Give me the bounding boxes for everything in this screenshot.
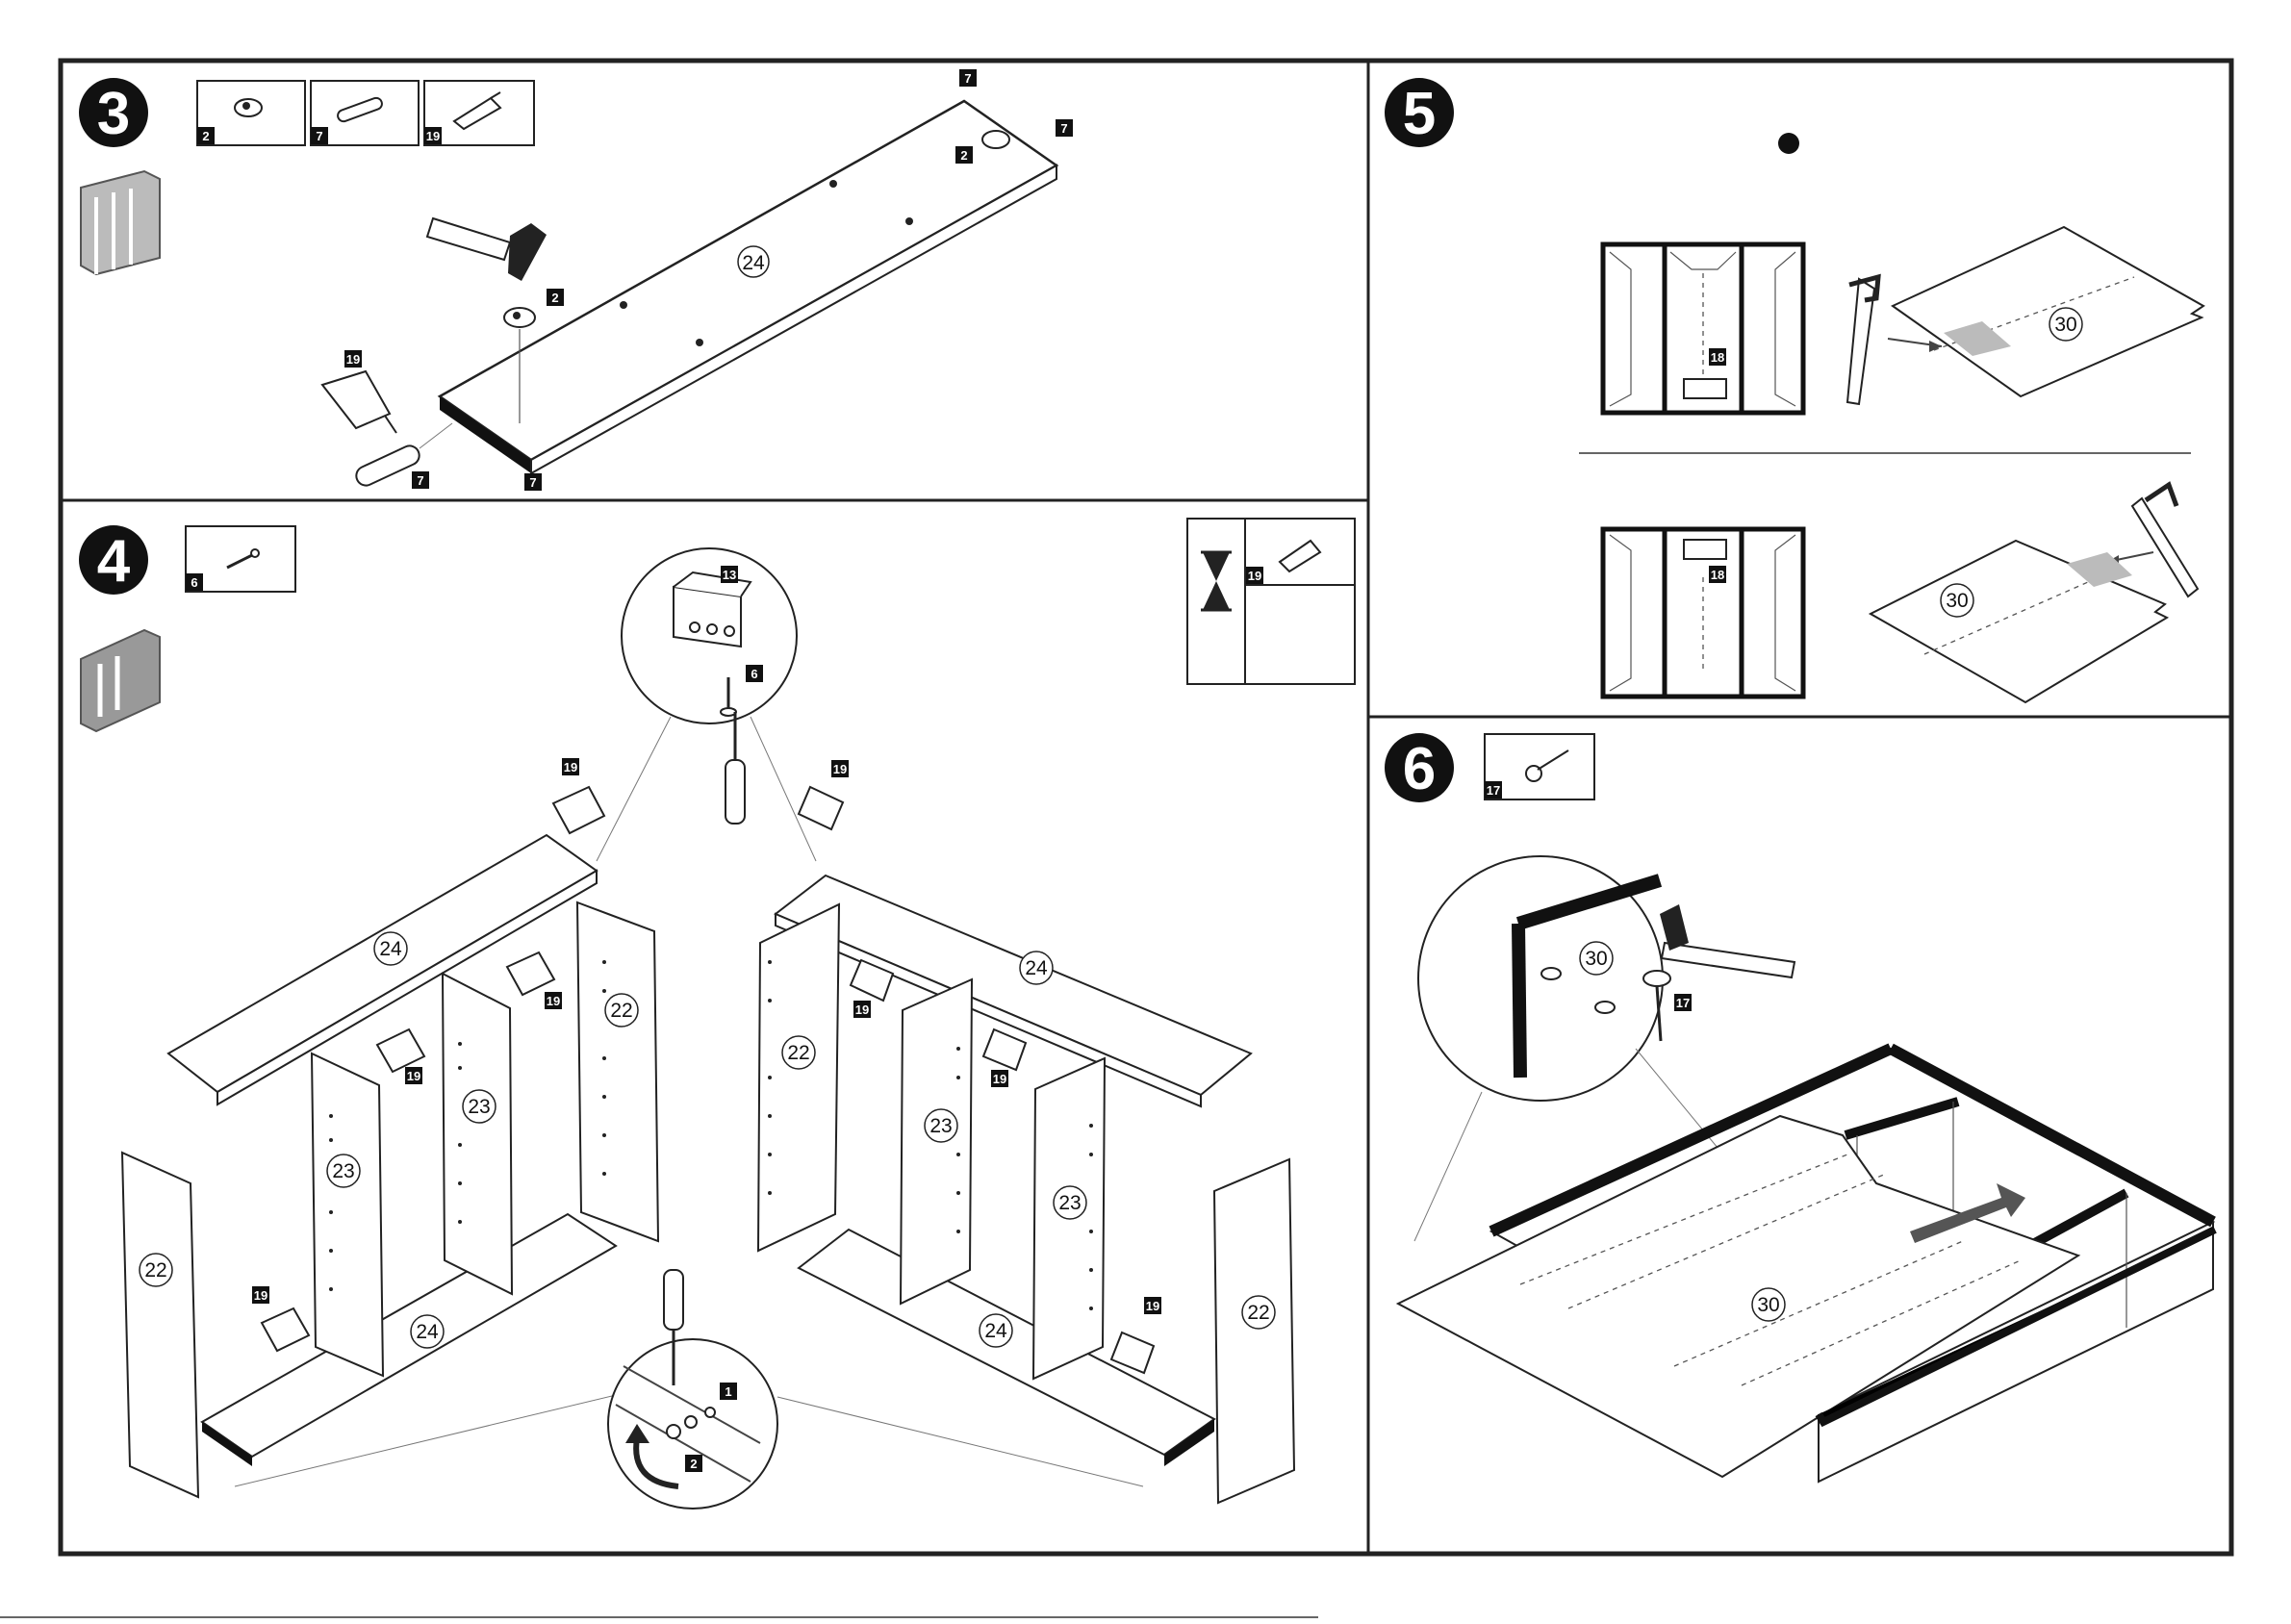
svg-text:19: 19 (855, 1002, 869, 1017)
svg-text:19: 19 (993, 1072, 1006, 1086)
svg-text:7: 7 (417, 473, 423, 488)
svg-text:2: 2 (690, 1457, 697, 1471)
cam-lock-icon (235, 99, 262, 116)
svg-text:2: 2 (551, 291, 558, 305)
svg-text:23: 23 (332, 1160, 354, 1182)
svg-text:7: 7 (529, 475, 536, 490)
svg-text:7: 7 (316, 129, 322, 143)
cabinet-overview-icon (81, 630, 160, 731)
glue-bottle: 19 (322, 350, 396, 433)
svg-text:24: 24 (416, 1321, 439, 1343)
left-cabinet-assembly: 24 24 22 23 23 22 (122, 758, 658, 1497)
svg-text:6: 6 (751, 667, 757, 681)
parts-list: 6 (186, 526, 295, 592)
svg-text:6: 6 (191, 575, 197, 590)
screwdriver-icon (725, 712, 745, 824)
svg-text:24: 24 (1025, 957, 1048, 979)
saw-icon (2107, 485, 2198, 596)
svg-text:18: 18 (1711, 568, 1724, 582)
svg-text:2: 2 (960, 148, 967, 163)
back-panel-30-lower: 30 (1871, 541, 2167, 702)
step-5: 5 18 30 (1385, 78, 2203, 702)
svg-text:17: 17 (1676, 996, 1690, 1010)
svg-text:23: 23 (1058, 1192, 1081, 1214)
svg-text:19: 19 (426, 129, 440, 143)
back-panel-30-upper: 30 (1893, 227, 2203, 396)
step-number: 3 (97, 81, 130, 147)
svg-text:23: 23 (468, 1096, 490, 1118)
cabinet-front-upper: 18 (1603, 244, 1803, 413)
svg-text:13: 13 (723, 568, 736, 582)
svg-text:23: 23 (929, 1115, 952, 1137)
svg-text:30: 30 (1757, 1294, 1779, 1316)
svg-text:1: 1 (725, 1384, 731, 1399)
svg-text:7: 7 (1060, 121, 1067, 136)
step-4: 4 6 19 (79, 519, 1355, 1509)
step-number: 6 (1403, 736, 1436, 802)
step-number: 4 (97, 528, 131, 595)
right-cabinet-assembly: 24 24 22 22 23 23 (758, 760, 1294, 1503)
svg-text:24: 24 (379, 938, 402, 960)
svg-text:19: 19 (564, 760, 577, 774)
svg-text:24: 24 (984, 1320, 1007, 1342)
cabinet-overview-icon (81, 171, 160, 274)
svg-text:24: 24 (742, 252, 765, 274)
svg-text:30: 30 (2054, 314, 2076, 336)
svg-text:22: 22 (787, 1042, 809, 1064)
svg-text:19: 19 (1248, 569, 1261, 583)
cabinet-back-assembly: 30 (1398, 1049, 2215, 1482)
bracket-detail-callout: 13 6 (597, 548, 816, 861)
step-6: 6 17 30 17 (1385, 733, 2215, 1482)
cabinet-front-lower: 18 (1603, 529, 1803, 697)
parts-list: 2 7 19 (197, 81, 534, 145)
svg-text:22: 22 (610, 1000, 632, 1022)
svg-text:19: 19 (346, 352, 360, 367)
parts-list: 17 (1485, 734, 1594, 799)
svg-text:7: 7 (964, 71, 971, 86)
svg-text:19: 19 (254, 1288, 267, 1303)
svg-text:18: 18 (1711, 350, 1724, 365)
svg-text:22: 22 (144, 1259, 166, 1281)
dot-marker (1778, 133, 1799, 154)
cam-lock-detail-callout: 1 2 (608, 1270, 777, 1509)
svg-text:17: 17 (1487, 783, 1500, 798)
svg-text:19: 19 (1146, 1299, 1159, 1313)
svg-text:30: 30 (1946, 590, 1968, 612)
drying-time-box: 19 (1187, 519, 1355, 684)
step-number: 5 (1403, 81, 1436, 147)
svg-text:19: 19 (407, 1069, 420, 1083)
svg-text:30: 30 (1585, 948, 1607, 970)
svg-text:19: 19 (547, 994, 560, 1008)
step-3: 3 2 7 19 (79, 69, 1073, 491)
svg-text:22: 22 (1247, 1302, 1269, 1324)
hammer-icon (427, 218, 547, 281)
svg-text:2: 2 (202, 129, 209, 143)
svg-text:19: 19 (833, 762, 847, 776)
